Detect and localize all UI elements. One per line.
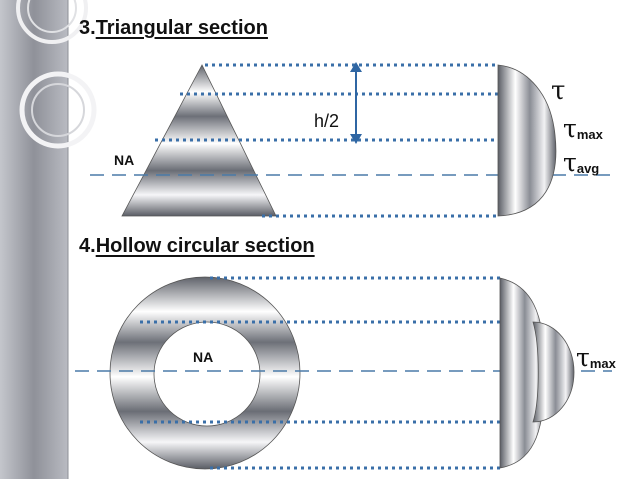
projection-lines-triangle	[155, 63, 498, 218]
tau-max-label-circle: τmax	[576, 343, 616, 372]
section-4-title: Hollow circular section	[95, 235, 315, 257]
triangular-section-diagram	[90, 62, 612, 218]
decorative-left-band	[0, 0, 97, 479]
h-half-dimension-arrow	[350, 62, 362, 144]
na-label-circle: NA	[193, 349, 214, 365]
shear-distribution-circle-inner	[532, 321, 575, 423]
section-4-number: 4.	[79, 235, 96, 257]
hollow-circle-shape	[109, 276, 301, 470]
tau-label: τ	[551, 76, 566, 106]
na-label-triangle: NA	[114, 152, 135, 168]
tau-avg-label: τavg	[563, 148, 600, 177]
shear-distribution-triangle	[497, 64, 557, 217]
hollow-circular-section-diagram	[75, 276, 612, 470]
h-half-label: h/2	[314, 111, 340, 131]
section-3-heading: 3.Triangular section	[79, 17, 268, 40]
section-3-title: Triangular section	[95, 17, 268, 39]
section-4-heading: 4.Hollow circular section	[79, 235, 315, 258]
section-3-number: 3.	[79, 17, 96, 39]
tau-max-label-triangle: τmax	[563, 114, 603, 143]
